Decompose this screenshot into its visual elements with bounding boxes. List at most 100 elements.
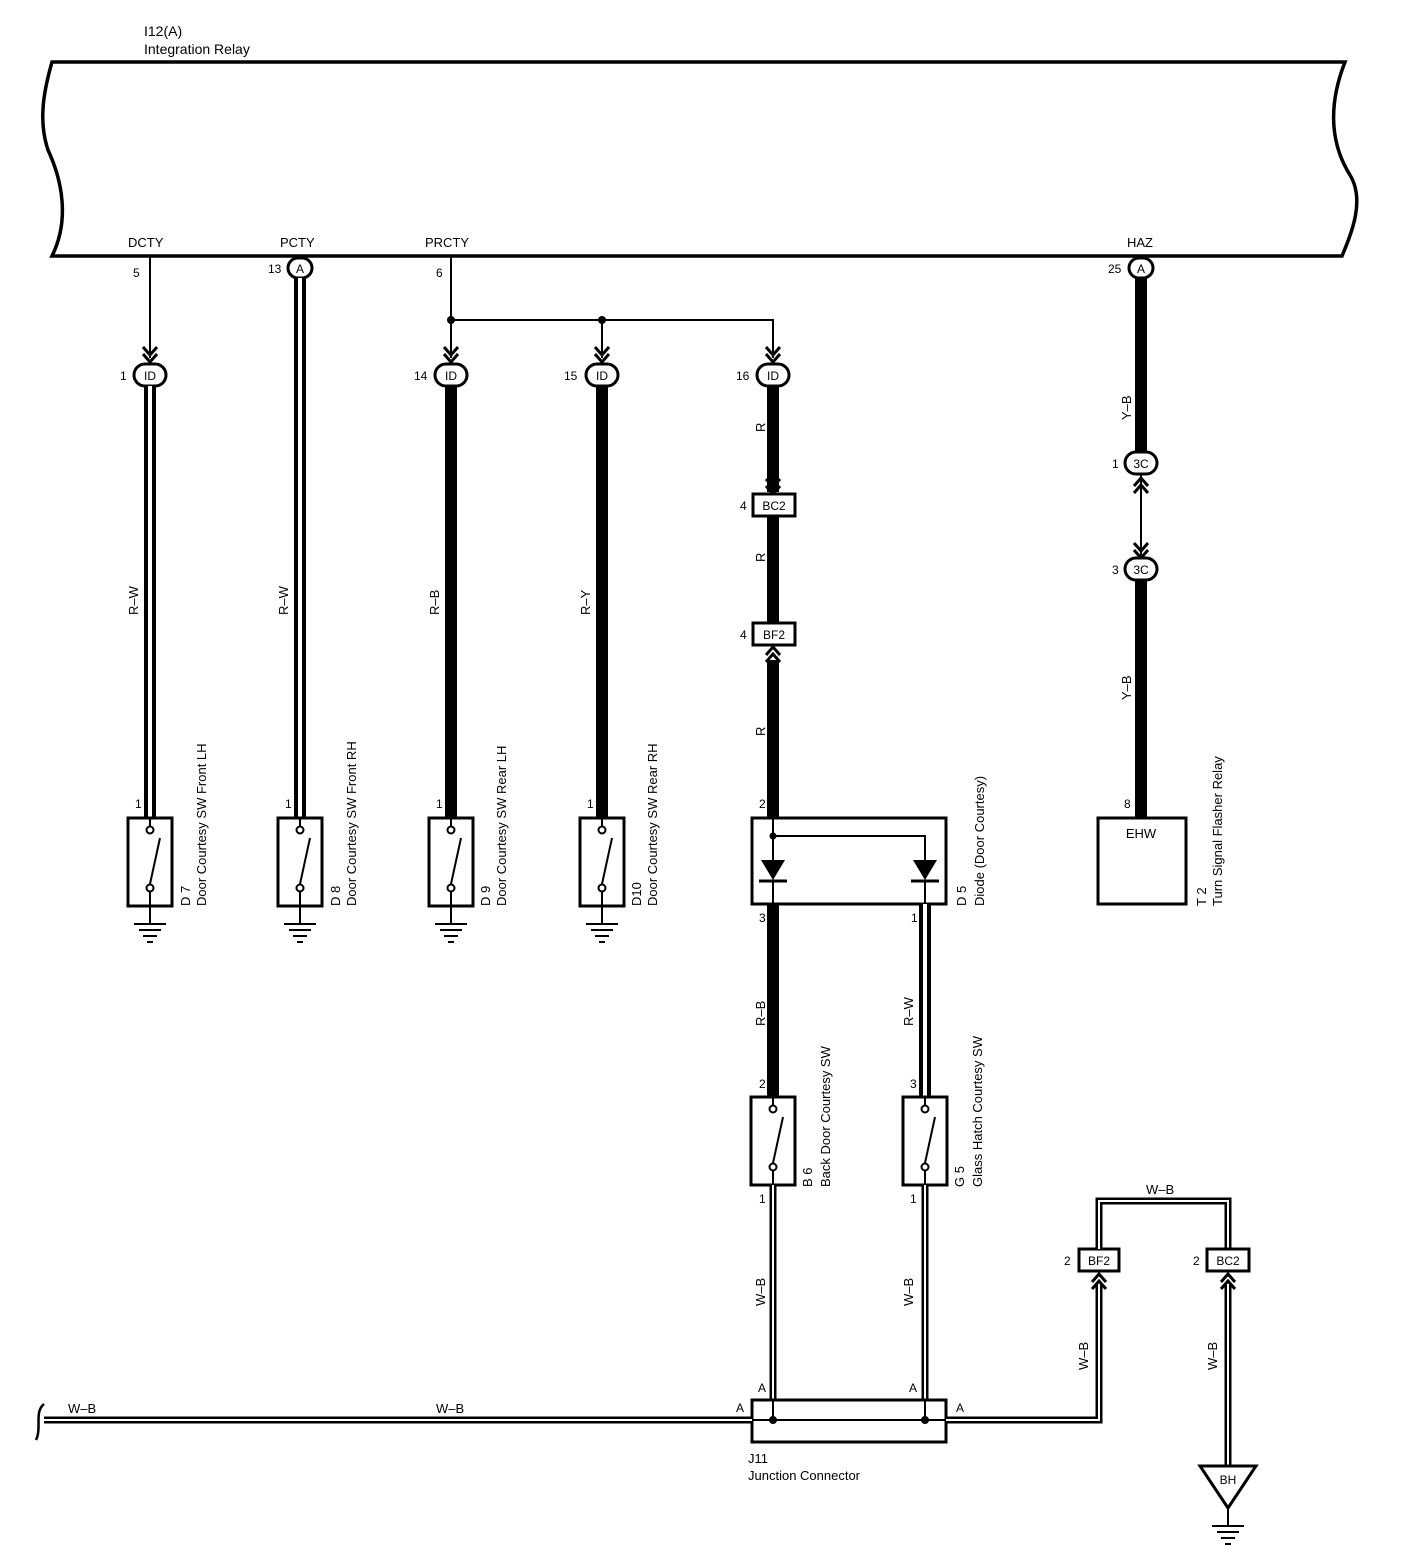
terminal-dcty: DCTY xyxy=(128,235,164,250)
haz-relay-name: Turn Signal Flasher Relay xyxy=(1210,756,1225,906)
conn-haz-label: A xyxy=(1137,262,1145,276)
diode-pin-out-right: 1 xyxy=(911,911,918,925)
switch-d10 xyxy=(578,816,626,908)
sw-d9-name: Door Courtesy SW Rear LH xyxy=(494,746,509,906)
haz-conn2-pin: 3 xyxy=(1112,563,1119,577)
wire-left-wb-label-2: W–B xyxy=(436,1401,464,1416)
junction-pin-right: A xyxy=(956,1401,964,1415)
sw-d8-pin: 1 xyxy=(285,797,292,811)
junction-dot-2 xyxy=(598,316,606,324)
haz-conn1-pin: 1 xyxy=(1112,457,1119,471)
wire-label-d9: R–B xyxy=(427,590,442,615)
junction-name: Junction Connector xyxy=(748,1468,861,1483)
diode-right-symbol xyxy=(913,860,937,880)
switch-d9 xyxy=(427,816,475,908)
junction-pin-left: A xyxy=(736,1401,744,1415)
wire-back-rb-label: R–B xyxy=(753,1001,768,1026)
junction-dot-1 xyxy=(447,316,455,324)
switch-d7 xyxy=(126,816,174,908)
wire-glass-rw-label: R–W xyxy=(901,996,916,1026)
ground-bh-symbol xyxy=(1211,1507,1245,1545)
sw-d10-code: D10 xyxy=(629,882,644,906)
conn-bc2-label: BC2 xyxy=(762,499,786,513)
wire-haz-label-1: Y–B xyxy=(1119,395,1134,420)
branch-4-pin: 15 xyxy=(564,369,578,383)
diode-pin-in: 2 xyxy=(759,797,766,811)
bc2-pin: 4 xyxy=(740,499,747,513)
terminal-pcty: PCTY xyxy=(280,235,315,250)
glass-sw-code: G 5 xyxy=(952,1166,967,1187)
pin-pcty: 13 xyxy=(268,262,282,276)
diode-code: D 5 xyxy=(954,886,969,906)
haz-relay-terminal: EHW xyxy=(1126,826,1157,841)
diode-left-symbol xyxy=(761,860,785,880)
wire-top-wb xyxy=(1095,1197,1232,1249)
bf2-pin: 4 xyxy=(740,628,747,642)
branch-3-pin: 14 xyxy=(414,369,428,383)
wire-back-r-label-1: R xyxy=(753,423,768,432)
wire-label-d8: R–W xyxy=(276,585,291,615)
pin-prcty: 6 xyxy=(436,266,443,280)
diode-pin-out-left: 3 xyxy=(759,911,766,925)
wire-glass-wb-label: W–B xyxy=(901,1278,916,1306)
back-sw-code: B 6 xyxy=(800,1167,815,1187)
integration-relay-box xyxy=(41,60,1359,258)
switch-d8 xyxy=(276,816,324,908)
wire-haz-label-2: Y–B xyxy=(1119,675,1134,700)
haz-relay-pin: 8 xyxy=(1124,797,1131,811)
wire-back-r-label-2: R xyxy=(753,553,768,562)
conn-bf2-label: BF2 xyxy=(763,628,785,642)
wire-right-wb-label: W–B xyxy=(1076,1342,1091,1370)
wire-label-d10: R–Y xyxy=(578,589,593,615)
glass-sw-name: Glass Hatch Courtesy SW xyxy=(970,1035,985,1187)
switch-b6 xyxy=(749,1095,797,1187)
turn-signal-relay-box xyxy=(1096,816,1188,906)
sw-d9-code: D 9 xyxy=(478,886,493,906)
haz-conn-3c-1-label: 3C xyxy=(1133,457,1149,471)
wire-label-d7: R–W xyxy=(126,585,141,615)
ground-bc2-pin: 2 xyxy=(1193,1254,1200,1268)
junction-pin-top-left: A xyxy=(758,1381,766,1395)
sw-d10-pin: 1 xyxy=(587,797,594,811)
haz-conn-3c-2-label: 3C xyxy=(1133,563,1149,577)
junction-code: J11 xyxy=(748,1451,768,1466)
ground-d8 xyxy=(283,905,317,943)
ground-bf2-pin: 2 xyxy=(1064,1254,1071,1268)
pin-haz: 25 xyxy=(1108,262,1122,276)
relay-code: I12(A) xyxy=(144,23,182,39)
back-id-conn-label: ID xyxy=(767,369,779,383)
terminal-prcty: PRCTY xyxy=(425,235,469,250)
sw-d7-pin: 1 xyxy=(135,797,142,811)
sw-d9-pin: 1 xyxy=(436,797,443,811)
sw-d7-code: D 7 xyxy=(178,886,193,906)
sw-d10-name: Door Courtesy SW Rear RH xyxy=(645,743,660,906)
conn-pcty-label: A xyxy=(296,262,304,276)
branch-1-conn-label: ID xyxy=(144,369,156,383)
ground-point-bh xyxy=(1197,1464,1259,1511)
ground-d10 xyxy=(585,905,619,943)
sw-d8-name: Door Courtesy SW Front RH xyxy=(344,741,359,906)
ground-d7 xyxy=(133,905,167,943)
conn-bf2 xyxy=(751,621,797,647)
ground-point-bh-label: BH xyxy=(1220,1473,1237,1487)
wire-back-r-label-3: R xyxy=(753,727,768,736)
switch-g5 xyxy=(901,1095,949,1187)
wire-prcty-bus xyxy=(451,319,774,358)
ground-conn-bc2 xyxy=(1205,1247,1251,1273)
diode-name: Diode (Door Courtesy) xyxy=(972,776,987,906)
wire-bh-wb-label: W–B xyxy=(1205,1342,1220,1370)
glass-sw-pin-top: 3 xyxy=(910,1077,917,1091)
ground-conn-bf2-label: BF2 xyxy=(1088,1254,1110,1268)
glass-sw-pin-bottom: 1 xyxy=(910,1192,917,1206)
branch-3-conn-label: ID xyxy=(445,369,457,383)
wire-left-wb-label-1: W–B xyxy=(68,1401,96,1416)
back-id-pin: 16 xyxy=(736,369,750,383)
haz-relay-code: T 2 xyxy=(1194,887,1209,906)
sw-d8-code: D 8 xyxy=(328,886,343,906)
back-sw-pin-bottom: 1 xyxy=(759,1192,766,1206)
pin-dcty: 5 xyxy=(133,266,140,280)
back-sw-pin-top: 2 xyxy=(759,1077,766,1091)
wire-top-wb-label: W–B xyxy=(1146,1182,1174,1197)
branch-1-pin: 1 xyxy=(120,369,127,383)
